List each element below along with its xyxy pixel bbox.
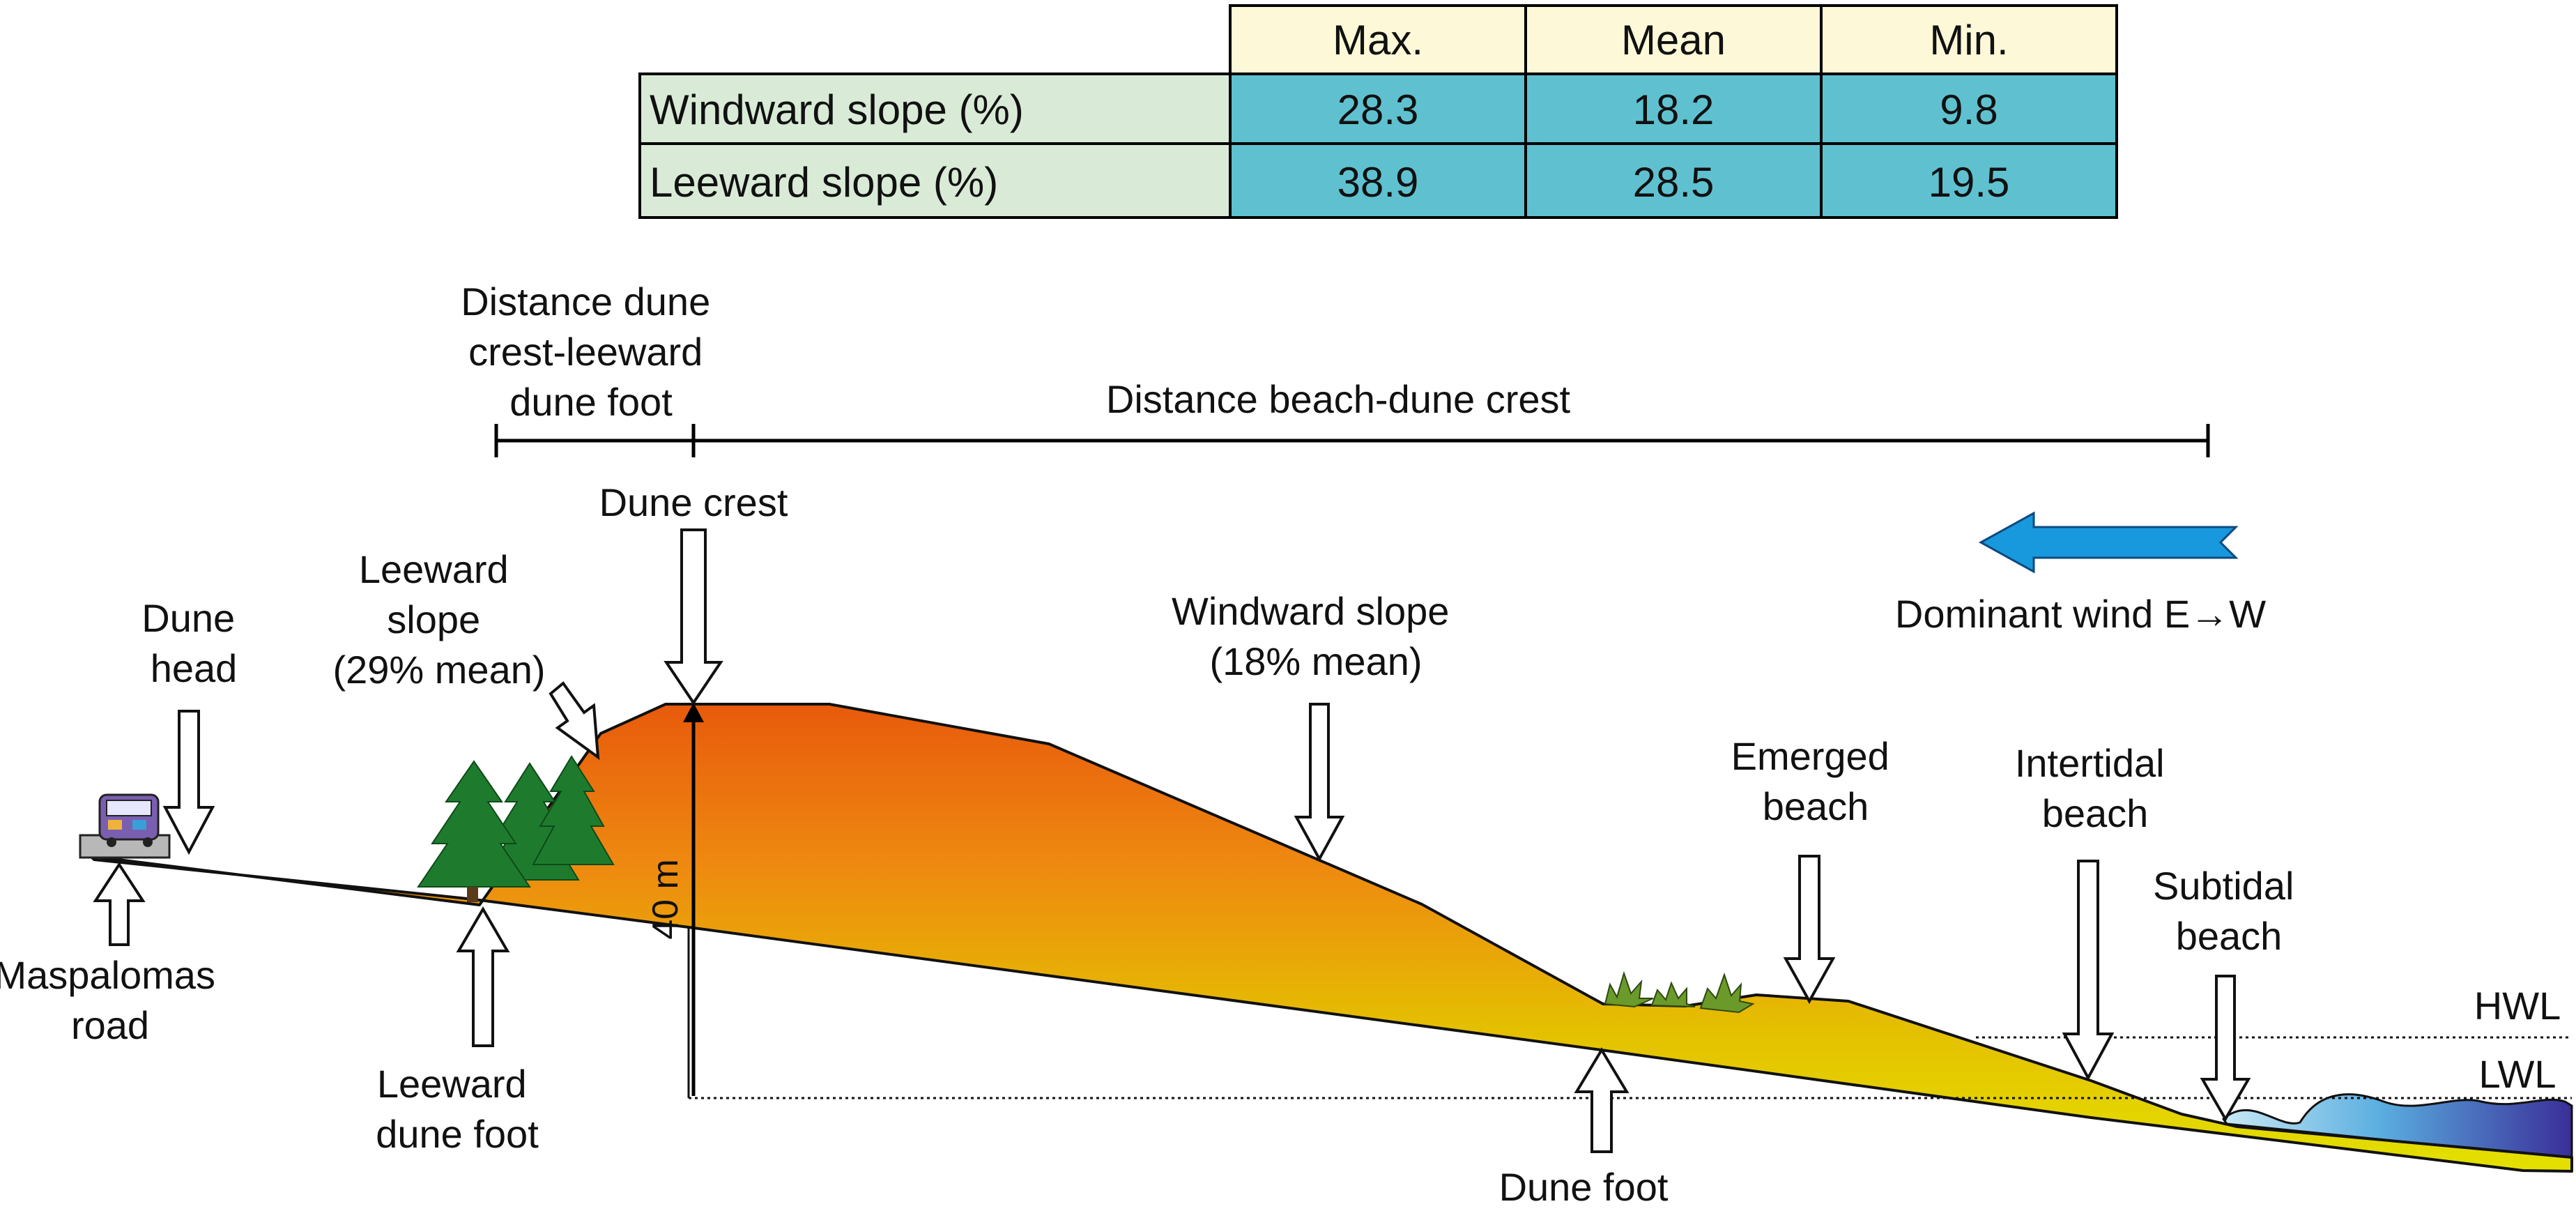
leeward-slope-arrow <box>549 681 600 761</box>
leeward-slope-label: Leeward slope (29% mean) <box>332 547 545 692</box>
dune-foot-arrow <box>1574 1047 1630 1153</box>
tree-icon <box>417 755 615 902</box>
table-cell: 38.9 <box>1337 159 1419 206</box>
table-row-windward-label: Windward slope (%) <box>650 86 1024 133</box>
maspalomas-road-arrow <box>93 862 146 946</box>
table-cell: 28.5 <box>1633 159 1715 206</box>
table-cell: 19.5 <box>1929 159 2010 206</box>
table-cell: 18.2 <box>1633 86 1715 133</box>
dune-body <box>89 703 2573 1173</box>
slope-table: Max. Mean Min. Windward slope (%) 28.3 1… <box>638 4 2118 219</box>
table-row-leeward-label: Leeward slope (%) <box>650 159 998 206</box>
shrub-icon <box>1604 970 1755 1014</box>
windward-slope-arrow <box>1294 703 1345 862</box>
dune-crest-label: Dune crest <box>599 480 788 524</box>
table-cell: 28.3 <box>1337 86 1419 133</box>
bus-icon <box>79 793 171 859</box>
distance-bars <box>494 424 2210 457</box>
dune-crest-arrow <box>664 528 723 706</box>
emerged-beach-label: Emerged beach <box>1731 734 1901 828</box>
distance-beach-label: Distance beach-dune crest <box>1106 377 1571 421</box>
intertidal-beach-arrow <box>2062 860 2115 1081</box>
dune-head-arrow <box>162 710 215 855</box>
leeward-dune-foot-label: Leeward dune foot <box>376 1062 539 1156</box>
dominant-wind-label: Dominant wind E→W <box>1895 592 2266 636</box>
height-arrow: 40 m <box>645 703 704 1096</box>
subtidal-beach-arrow <box>2200 975 2251 1122</box>
subtidal-beach-label: Subtidal beach <box>2153 864 2305 958</box>
water-levels <box>689 1036 2572 1099</box>
indicator-arrows <box>93 528 2251 1153</box>
intertidal-beach-label: Intertidal beach <box>2015 741 2175 835</box>
dune-head-label: Dune head <box>141 596 245 690</box>
sea <box>2221 1093 2573 1160</box>
leeward-dune-foot-arrow <box>456 906 510 1047</box>
maspalomas-road-label: Maspalomas road <box>0 953 227 1047</box>
dune-foot-label: Dune foot <box>1499 1165 1669 1209</box>
emerged-beach-arrow <box>1783 855 1836 1005</box>
distance-leeward-label: Distance dune crest-leeward dune foot <box>461 280 721 424</box>
table-header-mean: Mean <box>1621 17 1726 63</box>
table-cell: 9.8 <box>1940 86 1998 133</box>
wind-arrow-icon <box>1978 511 2239 574</box>
hwl-label: HWL <box>2474 984 2561 1028</box>
height-label: 40 m <box>645 859 686 940</box>
table-header-min: Min. <box>1929 17 2008 63</box>
table-header-max: Max. <box>1333 17 1423 63</box>
windward-slope-label: Windward slope (18% mean) <box>1172 589 1460 683</box>
lwl-label: LWL <box>2479 1052 2556 1096</box>
